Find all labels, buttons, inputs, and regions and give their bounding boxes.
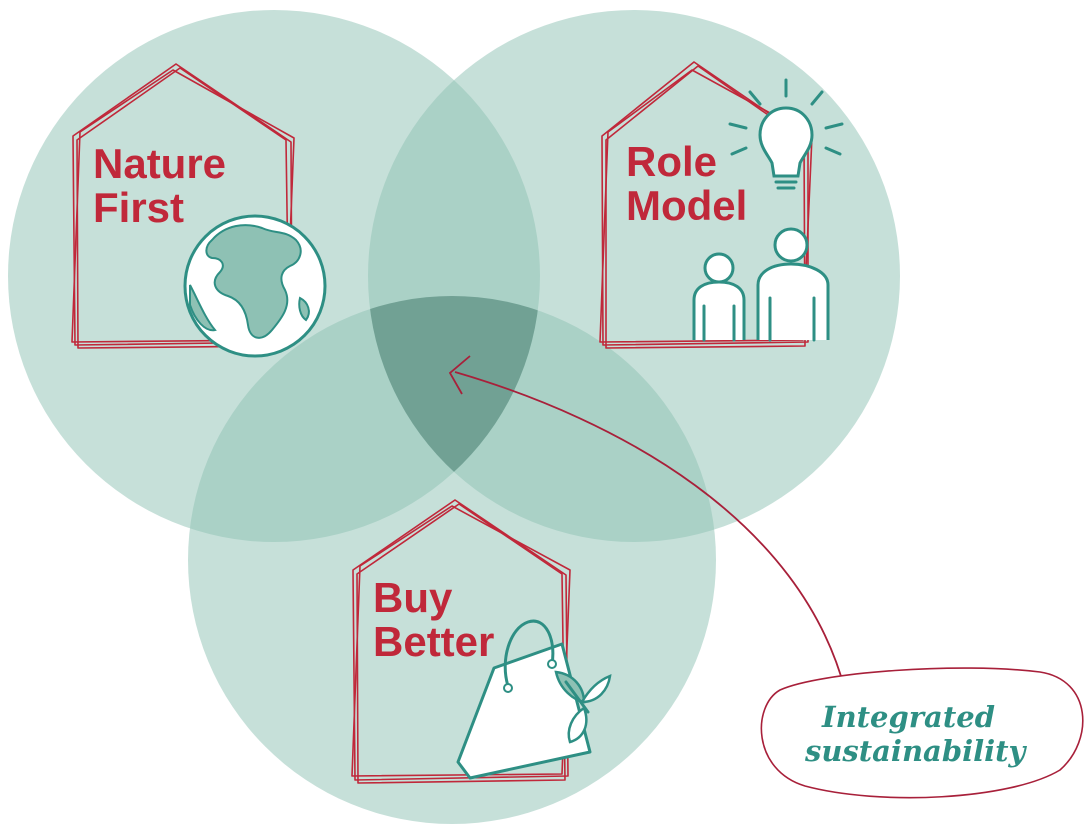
lightbulb-icon [728,78,844,190]
globe-icon [183,214,327,358]
label-buy-line1: Buy [373,574,453,621]
label-buy-line2: Better [373,618,494,665]
label-nature-line2: First [93,184,184,231]
callout-line2: sustainability [804,734,1028,768]
house-buy-better [351,499,571,784]
leaf-icon [554,670,612,744]
label-buy-better: Buy Better [373,574,494,665]
callout-text: Integrated sustainability [804,700,1028,768]
label-role-model: Role Model [626,138,747,229]
label-nature-first: Nature First [93,140,238,231]
label-role-line2: Model [626,182,747,229]
people-icon [692,227,830,342]
callout-line1: Integrated [821,700,995,734]
label-role-line1: Role [626,138,717,185]
callout-ellipse [760,667,1084,799]
callout-arrow [448,355,846,691]
label-nature-line1: Nature [93,140,226,187]
circle-buy-better [188,296,716,824]
